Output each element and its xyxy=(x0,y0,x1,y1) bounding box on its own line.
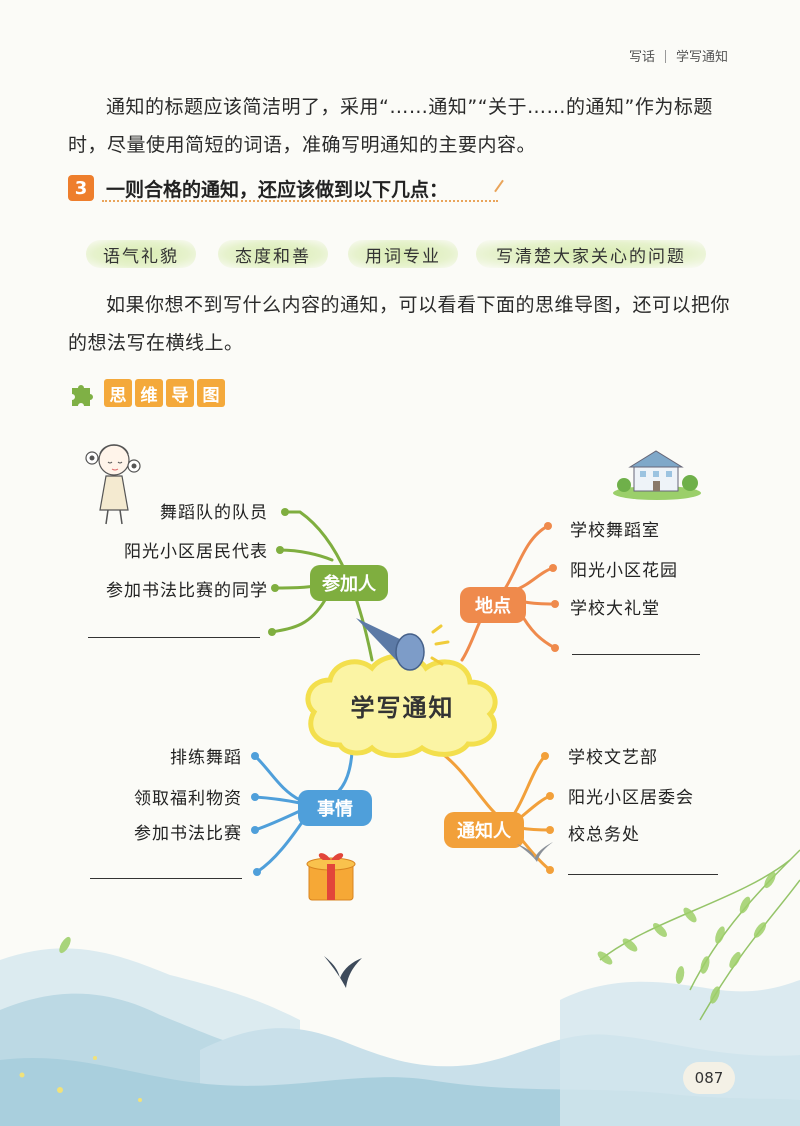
matter-blank-line[interactable] xyxy=(90,878,242,879)
header-divider xyxy=(664,50,666,63)
location-item: 学校大礼堂 xyxy=(570,599,660,619)
mindmap-heading-char: 维 xyxy=(135,379,163,407)
notifier-item: 校总务处 xyxy=(568,825,640,845)
swallow-bird xyxy=(324,956,362,988)
paragraph-title-tips-text: 通知的标题应该简洁明了，采用“……通知”“关于……的通知”作为标题时，尽量使用简… xyxy=(68,96,713,156)
notifier-blank-line[interactable] xyxy=(568,874,718,875)
location-blank-line[interactable] xyxy=(572,654,700,655)
puzzle-icon xyxy=(72,385,93,406)
girl-illustration xyxy=(85,444,141,525)
gift-box-illustration xyxy=(306,853,356,901)
participant-item: 舞蹈队的队员 xyxy=(160,503,268,523)
center-cloud-shape xyxy=(305,653,498,758)
node-notifier: 通知人 xyxy=(444,812,524,848)
tag-polite: 语气礼貌 xyxy=(86,240,196,268)
section-number: 3 xyxy=(68,175,94,201)
section-title: 一则合格的通知，还应该做到以下几点： xyxy=(106,178,449,201)
node-matter: 事情 xyxy=(298,790,372,826)
tag-concerns: 写清楚大家关心的问题 xyxy=(476,240,706,268)
center-topic: 学写通知 xyxy=(350,694,455,722)
mindmap-heading-char: 图 xyxy=(197,379,225,407)
node-location: 地点 xyxy=(460,587,526,623)
tag-professional: 用词专业 xyxy=(348,240,458,268)
school-building-illustration xyxy=(613,450,701,500)
notifier-item: 阳光小区居委会 xyxy=(568,788,694,808)
tag-friendly: 态度和善 xyxy=(218,240,328,268)
running-header: 写话 学写通知 xyxy=(629,46,728,65)
participant-item: 阳光小区居民代表 xyxy=(124,542,268,562)
page-number: 087 xyxy=(683,1062,735,1094)
participant-blank-line[interactable] xyxy=(88,637,260,638)
section-heading: 3 一则合格的通知，还应该做到以下几点： xyxy=(68,173,448,203)
swallow-bird-small xyxy=(517,842,553,862)
matter-item: 参加书法比赛 xyxy=(134,824,242,844)
megaphone-illustration xyxy=(356,618,450,671)
location-item: 阳光小区花园 xyxy=(570,561,678,581)
mindmap-heading-char: 思 xyxy=(104,379,132,407)
paragraph-mindmap-intro-text: 如果你想不到写什么内容的通知，可以看看下面的思维导图，还可以把你的想法写在横线上… xyxy=(68,294,731,354)
participant-item: 参加书法比赛的同学 xyxy=(106,581,268,601)
mindmap-heading-char: 导 xyxy=(166,379,194,407)
paragraph-title-tips: 通知的标题应该简洁明了，采用“……通知”“关于……的通知”作为标题时，尽量使用简… xyxy=(68,88,732,164)
mindmap-heading: 思 维 导 图 xyxy=(68,378,228,408)
matter-item: 排练舞蹈 xyxy=(170,748,242,768)
header-topic: 学写通知 xyxy=(675,50,728,65)
header-section: 写话 xyxy=(628,50,655,65)
section-underline xyxy=(102,200,498,202)
matter-item: 领取福利物资 xyxy=(134,789,242,809)
notifier-item: 学校文艺部 xyxy=(568,748,658,768)
paragraph-mindmap-intro: 如果你想不到写什么内容的通知，可以看看下面的思维导图，还可以把你的想法写在横线上… xyxy=(68,286,732,362)
location-item: 学校舞蹈室 xyxy=(570,521,660,541)
node-participants: 参加人 xyxy=(310,565,388,601)
